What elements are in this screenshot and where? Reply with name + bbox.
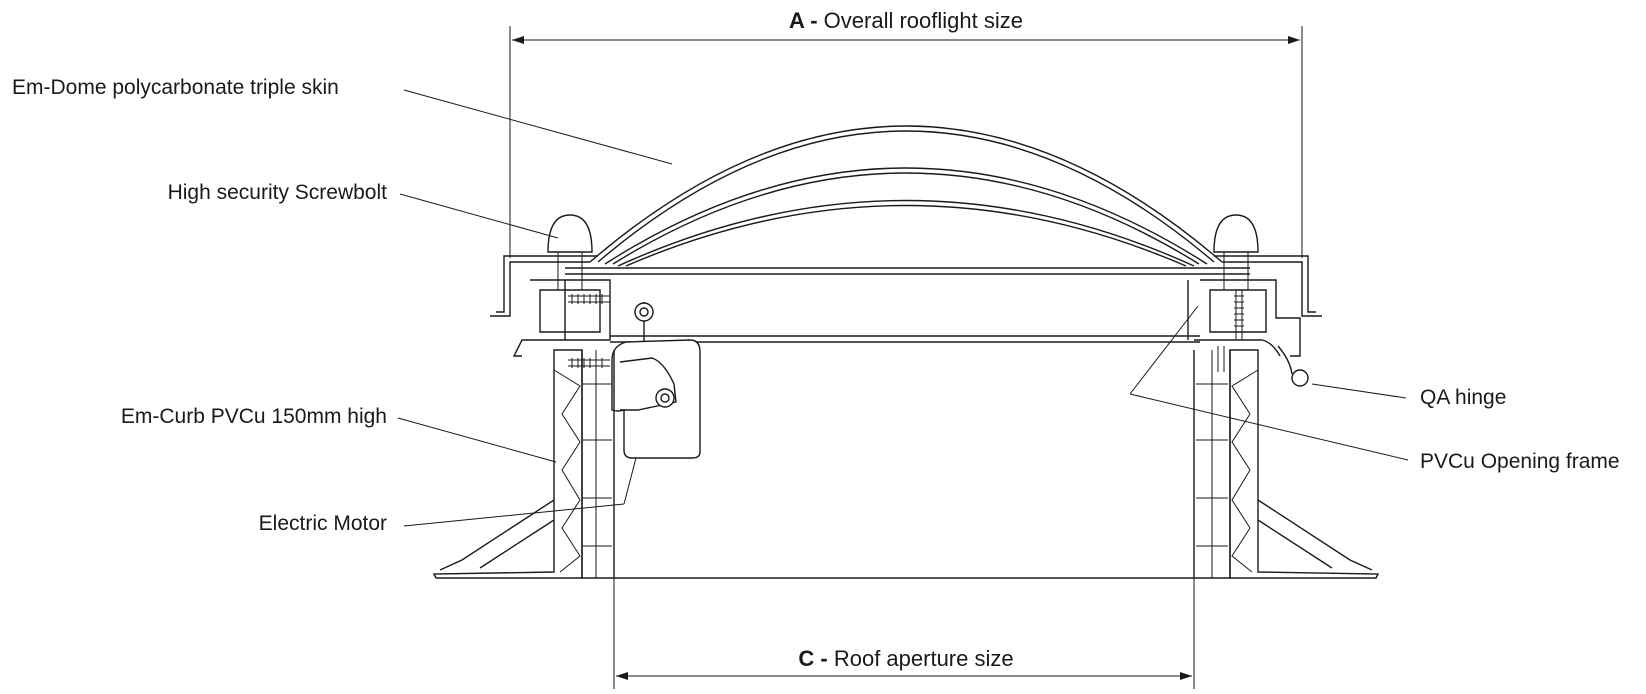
label-hinge: QA hinge <box>1420 386 1506 409</box>
screw-right-lower <box>1217 346 1225 372</box>
flange-left <box>490 261 590 317</box>
curb-right-webs <box>1231 369 1259 573</box>
opening-frame-left <box>512 279 611 357</box>
electric-motor <box>611 302 701 459</box>
qa-hinge <box>1277 345 1309 387</box>
dome-outer-skin-inner <box>597 130 1215 263</box>
curb-left-inner-webs <box>582 383 612 547</box>
flange-left-inner <box>496 255 598 313</box>
leader-motor-2 <box>623 457 637 505</box>
curb-left-outer <box>432 349 583 579</box>
leader-frame-b <box>1129 305 1199 395</box>
curb-left <box>432 349 615 579</box>
dome-inner-skin-inner <box>625 204 1187 267</box>
dim-c-text: Roof aperture size <box>834 646 1014 671</box>
label-screwbolt: High security Screwbolt <box>168 181 388 204</box>
leader-hinge <box>1311 383 1407 399</box>
curb-left-inner-wall <box>581 350 615 579</box>
leader-curb <box>397 417 557 463</box>
curb-left-base-flange <box>439 499 555 571</box>
curb-left-base-flange-2 <box>479 519 555 569</box>
hinge-arm <box>1194 339 1281 357</box>
motor-bracket <box>619 357 677 411</box>
dome-outer-skin <box>589 125 1223 263</box>
motor-pivot-inner <box>660 393 670 403</box>
dim-c-label: C - Roof aperture size <box>798 646 1013 671</box>
dome <box>589 125 1223 267</box>
screwbolt-left <box>547 214 593 253</box>
label-motor: Electric Motor <box>259 512 387 535</box>
motor-arm-pivot-inner <box>639 307 649 317</box>
dome-middle-skin-inner <box>612 172 1200 265</box>
hinge-knuckle <box>1291 369 1309 387</box>
leader-lines <box>397 89 1409 527</box>
screwbolt-right <box>1213 214 1259 253</box>
label-dome: Em-Dome polycarbonate triple skin <box>12 76 339 99</box>
screwbolts <box>547 214 1259 290</box>
dimension-c: C - Roof aperture size <box>613 578 1195 689</box>
label-curb: Em-Curb PVCu 150mm high <box>121 405 387 428</box>
dim-a-label: A - Overall rooflight size <box>789 8 1023 33</box>
opening-frame <box>512 279 1301 357</box>
curb-right-base-flange-2 <box>1257 519 1333 569</box>
labels: Em-Dome polycarbonate triple skin High s… <box>12 76 1620 535</box>
flange-right <box>1222 261 1322 317</box>
dome-inner-skin <box>617 199 1195 267</box>
flange-right-inner <box>1214 255 1316 313</box>
screw-right-vertical <box>1234 290 1244 340</box>
dome-middle-skin <box>604 167 1208 265</box>
dim-a-letter: A - <box>789 8 818 33</box>
curb-right <box>1193 349 1380 579</box>
opening-frame-left-chamber <box>539 289 601 333</box>
dim-c-letter: C - <box>798 646 827 671</box>
curb-right-base-flange <box>1257 499 1373 571</box>
label-frame: PVCu Opening frame <box>1420 450 1620 473</box>
curb-left-webs <box>553 369 581 573</box>
leader-frame-a <box>1129 393 1409 461</box>
screw-left-lower <box>568 358 610 368</box>
leader-screwbolt <box>399 193 559 239</box>
opening-frame-right <box>1200 279 1301 357</box>
leader-dome <box>403 89 673 165</box>
hinge-leaf <box>1277 345 1293 375</box>
dim-a-text: Overall rooflight size <box>824 8 1023 33</box>
leader-motor <box>403 503 625 527</box>
dimension-a: A - Overall rooflight size <box>509 8 1303 258</box>
screw-left-upper <box>568 294 610 304</box>
opening-frame-right-chamber <box>1209 289 1267 333</box>
dome-flange <box>490 255 1322 317</box>
